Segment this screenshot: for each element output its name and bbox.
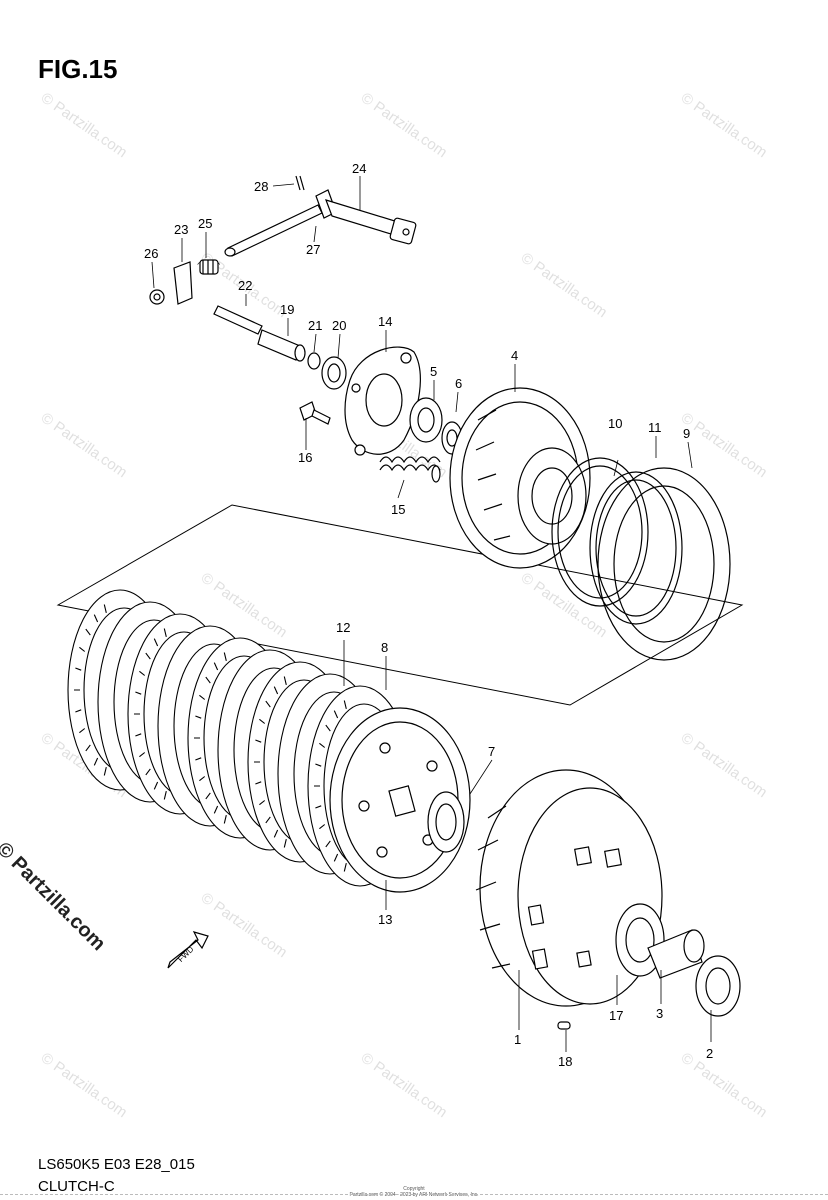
cotter-pin [295,175,305,191]
callout-12: 12 [336,620,350,635]
thrust-washer [427,791,465,853]
clutch-plate-teeth [314,700,347,872]
clutch-plate-teeth [254,676,287,848]
callout-5: 5 [430,364,437,379]
callout-15: 15 [391,502,405,517]
watermark-tile: © Partzilla.com [358,1049,451,1121]
callout-4: 4 [511,348,518,363]
callout-21: 21 [308,318,322,333]
callout-10: 10 [608,416,622,431]
watermark-tile: © Partzilla.com [678,409,771,481]
bolt-and-spring [299,401,441,483]
fwd-arrow: FWD [167,931,209,969]
watermark-tile: © Partzilla.com [678,89,771,161]
fwd-arrow-label: FWD [176,944,195,963]
washer-and-drive-plate [551,457,731,661]
watermark-tile: © Partzilla.com [198,889,291,961]
push-rod-parts [213,305,347,390]
clutch-sleeve-hub [449,387,591,569]
callout-27: 27 [306,242,320,257]
callout-18: 18 [558,1054,572,1069]
pin [557,1021,571,1030]
section-name: CLUTCH-C [38,1178,115,1195]
callout-2: 2 [706,1046,713,1061]
model-code: LS650K5 E03 E28_015 [38,1156,195,1173]
watermark-tile: © Partzilla.com [678,1049,771,1121]
watermark-tile: © Partzilla.com [38,89,131,161]
watermark-tile: © Partzilla.com [38,1049,131,1121]
callout-16: 16 [298,450,312,465]
callout-17: 17 [609,1008,623,1023]
callout-1: 1 [514,1032,521,1047]
clutch-plate-stack [67,589,413,887]
gear-spacer-washer [615,903,741,1017]
watermark-tile: © Partzilla.com [678,729,771,801]
callout-6: 6 [455,376,462,391]
callout-25: 25 [198,216,212,231]
callout-19: 19 [280,302,294,317]
callout-20: 20 [332,318,346,333]
callout-14: 14 [378,314,392,329]
watermark-tile: © Partzilla.com [358,89,451,161]
page-bottom-rule [0,1194,828,1195]
pressure-plate [344,346,421,456]
bearing-and-washer [409,397,463,455]
callout-3: 3 [656,1006,663,1021]
release-shaft [224,189,417,257]
clutch-plate-teeth [194,652,227,824]
callout-7: 7 [488,744,495,759]
clutch-plate-teeth [74,604,107,776]
callout-11: 11 [648,420,662,435]
copyright-line-2: Partzilla.com © 2004 - 2023 by ARI Netwo… [349,1192,479,1198]
copyright-notice: Copyright Partzilla.com © 2004 - 2023 by… [330,1186,498,1198]
callout-28: 28 [254,179,268,194]
copyright-line-1: Copyright [403,1186,425,1192]
callout-13: 13 [378,912,392,927]
callout-23: 23 [174,222,188,237]
callout-24: 24 [352,161,366,176]
release-lever-set [149,259,220,305]
callout-leaders [151,176,712,1052]
callout-9: 9 [683,426,690,441]
figure-title: FIG.15 [38,54,118,84]
callout-26: 26 [144,246,158,261]
callout-22: 22 [238,278,252,293]
watermark-tile: © Partzilla.com [518,249,611,321]
callout-8: 8 [381,640,388,655]
callout-numbers: 1 2 3 4 5 6 7 8 9 10 11 12 13 14 15 16 1… [144,161,713,1069]
clutch-plate-teeth [134,628,167,800]
assembly-outline [56,504,744,706]
watermark-tile: © Partzilla.com [38,409,131,481]
